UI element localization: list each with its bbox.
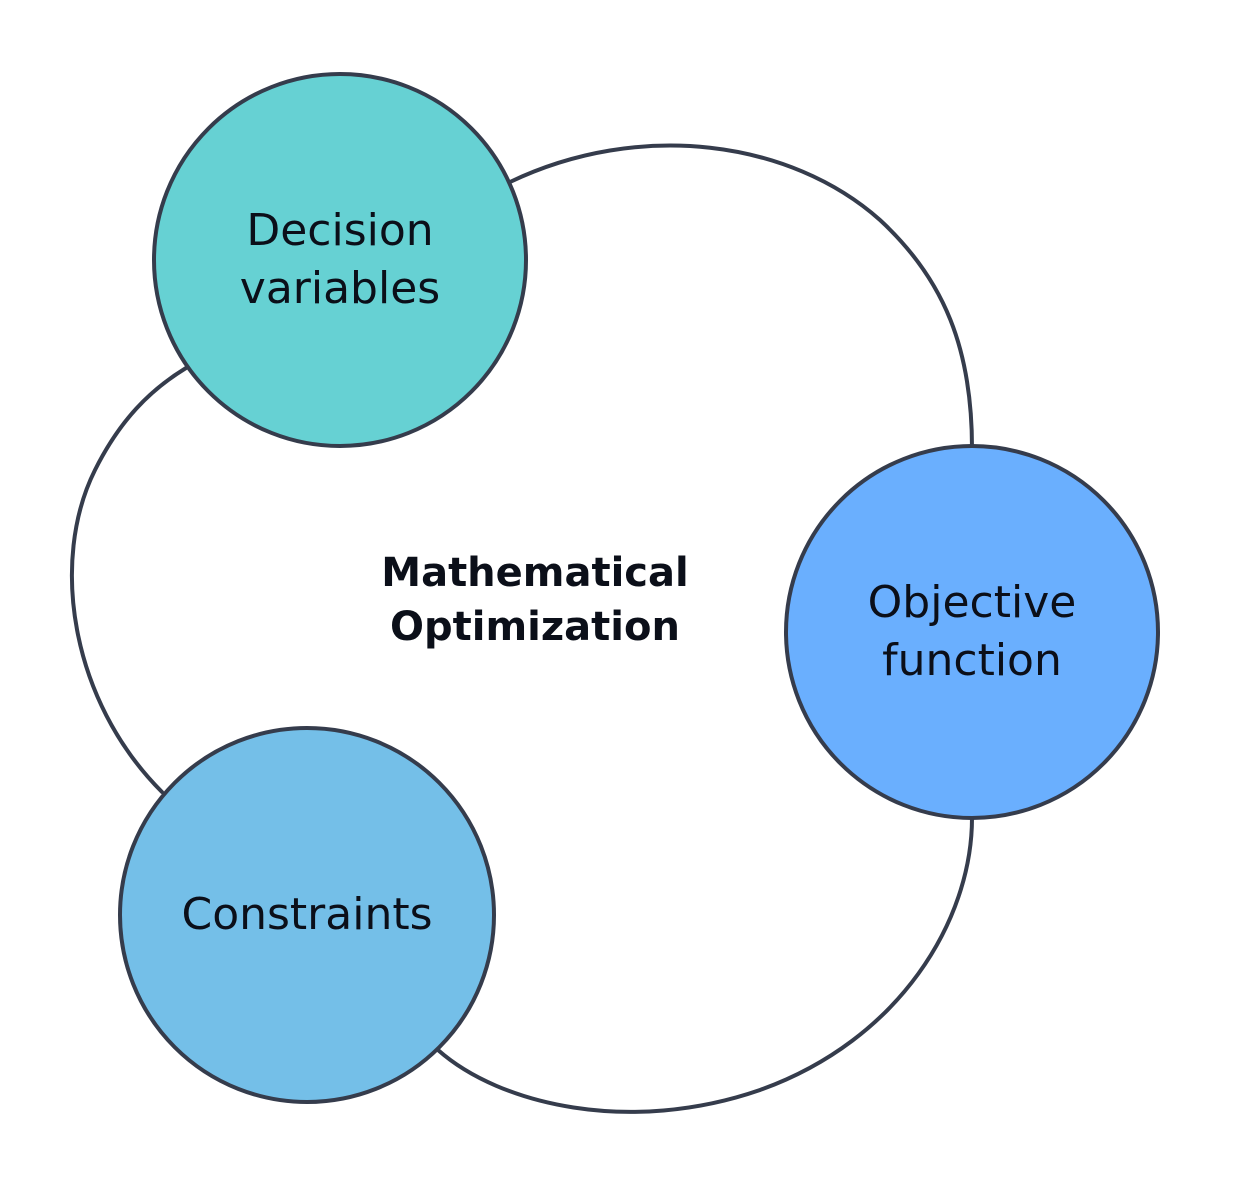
center-title: Mathematical Optimization (381, 550, 689, 650)
decision-variables-circle (152, 72, 528, 448)
objective-function-circle (784, 444, 1160, 820)
constraints-circle (118, 726, 496, 1104)
objective-function-label: Objective function (867, 577, 1077, 686)
cycle-outline (69, 143, 974, 1114)
constraints-label: Constraints (181, 889, 433, 940)
decision-variables-label: Decision variables (239, 205, 441, 314)
